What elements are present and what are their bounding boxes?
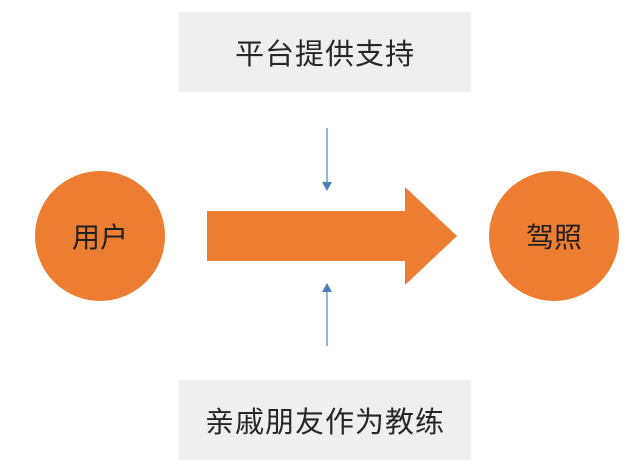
platform-support-box: 平台提供支持 xyxy=(179,12,471,92)
user-node-label: 用户 xyxy=(71,221,128,254)
bottom-connector-arrowhead xyxy=(322,283,332,292)
license-node-label: 驾照 xyxy=(525,221,582,254)
main-flow-arrow xyxy=(207,187,457,285)
license-node: 驾照 xyxy=(489,171,619,301)
family-coach-box: 亲戚朋友作为教练 xyxy=(179,380,471,460)
user-node: 用户 xyxy=(35,171,165,301)
platform-support-label: 平台提供支持 xyxy=(234,37,415,71)
top-connector-arrowhead xyxy=(322,182,332,191)
family-coach-label: 亲戚朋友作为教练 xyxy=(204,405,445,439)
